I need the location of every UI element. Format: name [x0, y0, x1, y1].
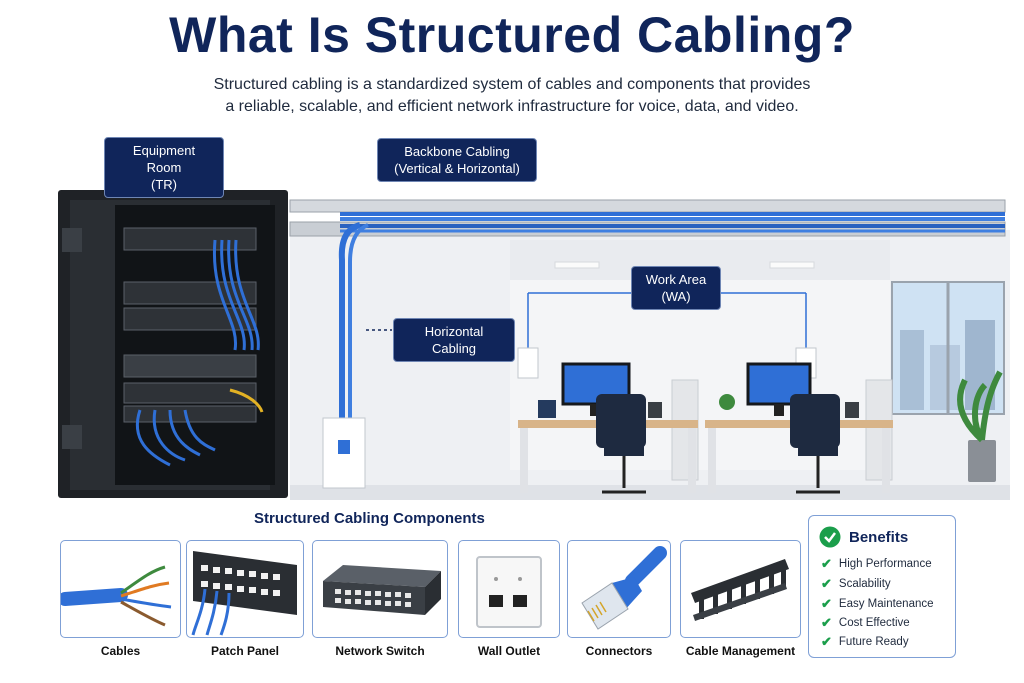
benefit-label: Easy Maintenance	[838, 598, 934, 610]
component-card-network-switch	[312, 540, 448, 638]
checkmark-icon: ✔	[821, 576, 832, 591]
equipment-room-label-line1: Equipment Room	[132, 143, 196, 175]
component-label-connectors: Connectors	[585, 644, 653, 658]
window-icon	[891, 281, 1005, 415]
checkmark-icon: ✔	[821, 596, 832, 611]
page-title: What Is Structured Cabling?	[169, 7, 855, 63]
components-title: Structured Cabling Components	[254, 510, 485, 527]
rj45-connector-icon	[581, 546, 667, 630]
benefit-label: High Performance	[838, 558, 932, 570]
check-circle-icon	[819, 526, 841, 548]
equipment-room-label-line2: (TR)	[151, 177, 177, 192]
component-label-cable-management: Cable Management	[685, 644, 796, 658]
patch-panel-icon	[191, 551, 297, 636]
component-card-cables	[58, 540, 181, 638]
cable-tray-icon	[289, 199, 1006, 237]
checkmark-icon: ✔	[821, 556, 832, 571]
component-label-network-switch: Network Switch	[335, 644, 425, 658]
benefits-header: Benefits	[819, 526, 908, 548]
subtitle-line-1: Structured cabling is a standardized sys…	[213, 76, 811, 93]
component-card-cable-management	[680, 540, 801, 638]
backbone-label-line1: Backbone Cabling	[404, 144, 510, 159]
equipment-room-label: Equipment Room (TR)	[104, 137, 224, 198]
component-card-connectors	[567, 540, 671, 638]
work-area-label-line1: Work Area	[645, 272, 707, 287]
benefit-item: ✔ Easy Maintenance	[821, 596, 934, 612]
plant-icon	[957, 370, 1003, 482]
benefit-item: ✔ Future Ready	[821, 634, 909, 650]
cable-management-icon	[691, 559, 789, 621]
benefits-panel: Benefits ✔High Performance ✔Scalability …	[808, 515, 956, 658]
benefit-label: Future Ready	[838, 636, 909, 648]
component-card-wall-outlet	[458, 540, 560, 638]
workstation-right-icon	[705, 362, 893, 494]
component-label-wall-outlet: Wall Outlet	[477, 644, 541, 658]
benefit-item: ✔ High Performance	[821, 556, 932, 572]
component-label-cables: Cables	[100, 644, 141, 658]
component-label-patch-panel: Patch Panel	[210, 644, 280, 658]
benefit-label: Cost Effective	[838, 617, 910, 629]
backbone-cabling-label: Backbone Cabling (Vertical & Horizontal)	[377, 138, 537, 182]
component-card-patch-panel	[186, 540, 304, 638]
checkmark-icon: ✔	[821, 634, 832, 649]
benefit-item: ✔ Scalability	[821, 576, 891, 592]
benefits-title: Benefits	[849, 528, 909, 546]
horizontal-cabling-label: Horizontal Cabling	[393, 318, 515, 362]
wall-outlet-icon	[476, 556, 542, 628]
backbone-label-line2: (Vertical & Horizontal)	[394, 161, 520, 176]
workstation-left-icon	[518, 362, 699, 494]
benefit-item: ✔ Cost Effective	[821, 615, 910, 631]
subtitle-line-2: a reliable, scalable, and efficient netw…	[225, 98, 799, 115]
checkmark-icon: ✔	[821, 615, 832, 630]
network-rack-icon	[58, 190, 288, 498]
network-switch-icon	[323, 565, 441, 615]
cable-icon	[58, 565, 172, 627]
benefit-label: Scalability	[838, 578, 891, 590]
work-area-label: Work Area (WA)	[631, 266, 721, 310]
work-area-label-line2: (WA)	[661, 289, 691, 304]
